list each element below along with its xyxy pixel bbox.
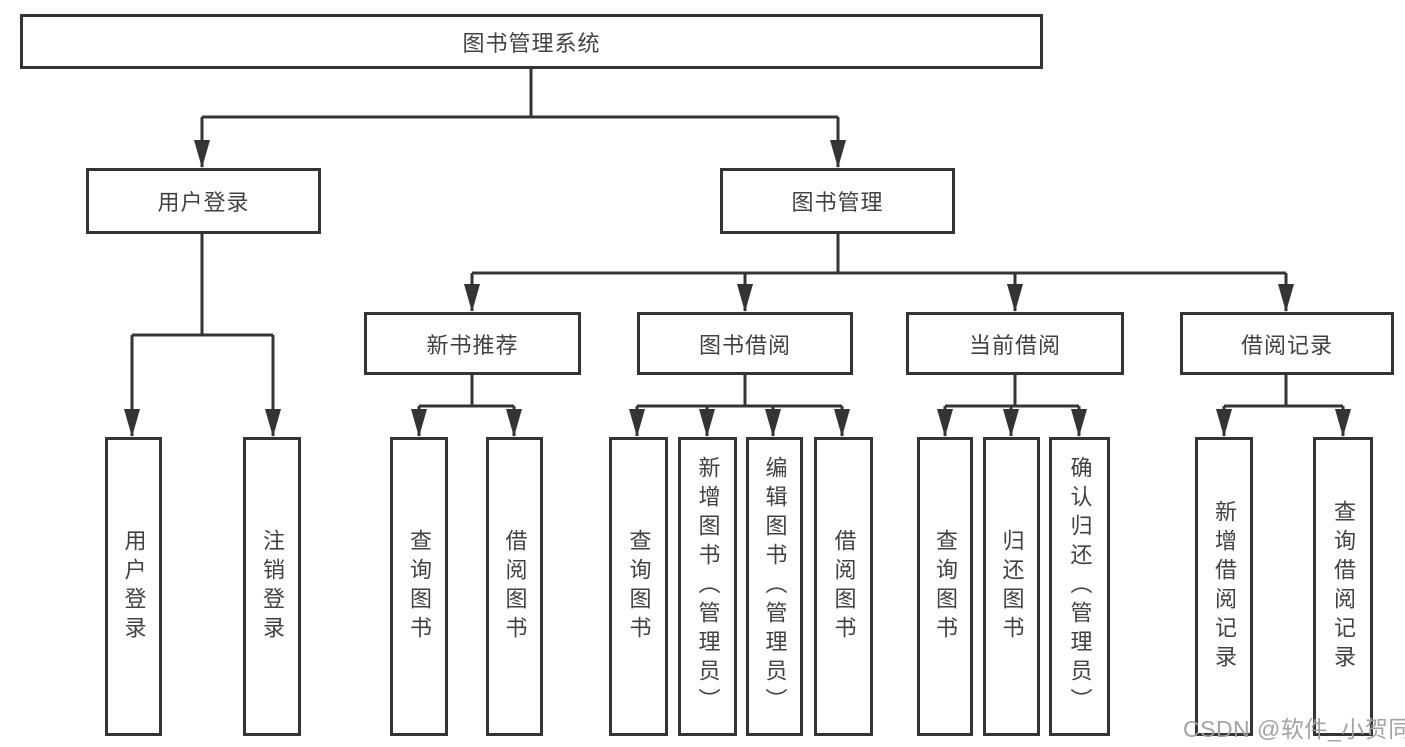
connector-user-login-to-leaves <box>124 234 281 437</box>
leaf-add-book-admin: 新增图书（管理员） <box>678 437 737 736</box>
leaf-add-borrow-record-label: 新增借阅记录 <box>1212 499 1237 674</box>
leaf-add-borrow-record: 新增借阅记录 <box>1195 437 1253 736</box>
leaf-query-book-under-current: 查询图书 <box>917 437 973 736</box>
connector-book-borrow-to-leaves <box>629 375 850 437</box>
node-user-login-label: 用户登录 <box>157 190 250 215</box>
leaf-query-book-under-borrowing-label: 查询图书 <box>626 528 652 645</box>
csdn-watermark: CSDN @软件_小贺同学 <box>1183 716 1405 742</box>
leaf-confirm-return-admin: 确认归还（管理员） <box>1049 437 1110 736</box>
leaf-query-book-under-new-book: 查询图书 <box>390 437 448 736</box>
node-book-borrowing-label: 图书借阅 <box>698 332 791 358</box>
leaf-query-borrow-record-label: 查询借阅记录 <box>1331 499 1356 674</box>
leaf-logout: 注销登录 <box>243 437 301 736</box>
node-new-book-recommend: 新书推荐 <box>364 312 581 375</box>
connector-book-mgmt-to-level3 <box>464 234 1294 312</box>
connector-current-borrow-to-leaves <box>937 375 1087 437</box>
node-book-management-label: 图书管理 <box>791 190 884 215</box>
leaf-edit-book-admin-label: 编辑图书（管理员） <box>762 456 788 717</box>
connector-borrow-record-to-leaves <box>1216 375 1351 437</box>
node-new-book-recommend-label: 新书推荐 <box>426 332 519 358</box>
leaf-logout-label: 注销登录 <box>260 528 285 645</box>
connector-new-book-rec-to-leaves <box>411 375 522 437</box>
leaf-query-book-under-new-book-label: 查询图书 <box>407 528 432 645</box>
node-book-management: 图书管理 <box>720 168 955 234</box>
leaf-query-borrow-record: 查询借阅记录 <box>1313 437 1373 736</box>
leaf-borrow-book-under-borrowing-label: 借阅图书 <box>831 528 857 645</box>
leaf-borrow-book-under-new-book-label: 借阅图书 <box>502 528 528 645</box>
node-current-borrowing: 当前借阅 <box>906 312 1124 375</box>
node-current-borrowing-label: 当前借阅 <box>968 332 1061 358</box>
node-borrowing-records-label: 借阅记录 <box>1240 332 1333 358</box>
leaf-return-book: 归还图书 <box>983 437 1040 736</box>
leaf-user-login-label: 用户登录 <box>121 528 147 645</box>
node-book-borrowing: 图书借阅 <box>637 312 853 375</box>
leaf-confirm-return-admin-label: 确认归还（管理员） <box>1067 456 1093 717</box>
connector-root-to-level2 <box>194 69 846 168</box>
node-root-label: 图书管理系统 <box>462 30 601 56</box>
leaf-add-book-admin-label: 新增图书（管理员） <box>695 456 721 717</box>
leaf-user-login: 用户登录 <box>105 437 162 736</box>
node-user-login: 用户登录 <box>86 168 321 234</box>
leaf-borrow-book-under-borrowing: 借阅图书 <box>814 437 873 736</box>
node-borrowing-records: 借阅记录 <box>1180 312 1394 375</box>
node-root-library-system: 图书管理系统 <box>20 14 1043 69</box>
leaf-edit-book-admin: 编辑图书（管理员） <box>746 437 803 736</box>
leaf-borrow-book-under-new-book: 借阅图书 <box>486 437 543 736</box>
leaf-return-book-label: 归还图书 <box>999 528 1025 645</box>
leaf-query-book-under-current-label: 查询图书 <box>933 528 958 645</box>
leaf-query-book-under-borrowing: 查询图书 <box>609 437 668 736</box>
